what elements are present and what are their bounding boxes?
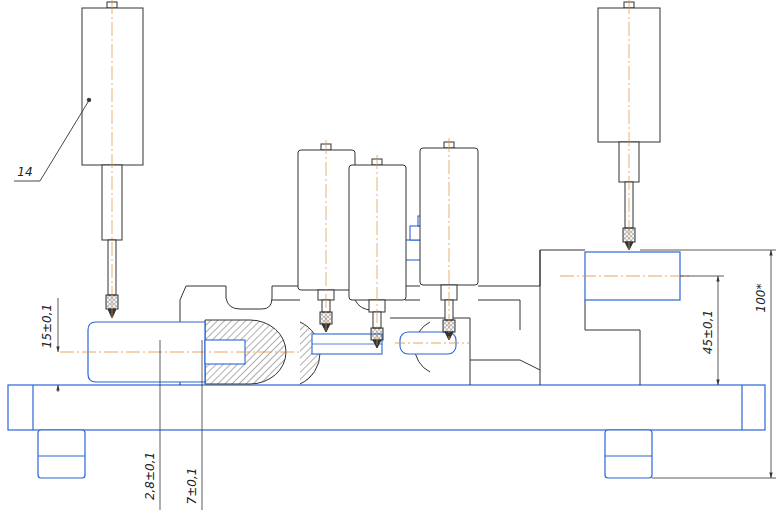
- dimension-line: [718, 276, 719, 385]
- fixture-body: [272, 300, 300, 301]
- dial-indicator: [298, 140, 355, 332]
- callout-number: 14: [17, 166, 32, 178]
- dial-indicator: [112, 0, 113, 318]
- base-plate: [8, 385, 765, 430]
- support-foot: [605, 455, 652, 456]
- fixture-body: [478, 250, 585, 286]
- dimension-line: [58, 385, 59, 392]
- dimension-line: [652, 478, 776, 479]
- dimension-line: [202, 340, 203, 510]
- fixture-body: [470, 360, 540, 370]
- dimension-line: [58, 250, 776, 510]
- dimension-text: 100*: [755, 284, 767, 313]
- support-foot: [605, 430, 652, 478]
- dial-indicator: [298, 150, 355, 290]
- dimension-line: [680, 276, 724, 277]
- dimension-line: [640, 250, 776, 251]
- dial-indicator: [598, 0, 660, 250]
- base-plate: [32, 385, 33, 430]
- fixture-body: [585, 300, 640, 385]
- dial-indicator: [82, 8, 143, 165]
- measured-pin: [312, 344, 382, 345]
- dial-indicator: [326, 140, 327, 332]
- support-foot: [38, 430, 652, 478]
- dimension-text: 7±0,1: [186, 468, 198, 505]
- base-plate: [741, 385, 742, 430]
- fixture-body: [390, 318, 470, 385]
- dimension-text: 2,8±0,1: [144, 452, 156, 500]
- leader-line: [14, 102, 88, 181]
- fixture-body: [478, 300, 520, 330]
- fixture-body: [540, 250, 541, 385]
- dial-indicator: [82, 0, 143, 318]
- dial-indicator: [349, 155, 406, 348]
- dimension-text: 45±0,1: [702, 310, 714, 354]
- measured-shaft: [560, 276, 690, 277]
- dial-indicator: [420, 138, 478, 340]
- leader-line: [14, 98, 91, 181]
- leader-line: [87, 98, 91, 102]
- dimension-line: [771, 250, 772, 478]
- support-foot: [38, 455, 85, 456]
- dial-indicator: [349, 165, 406, 300]
- fixture-body: [405, 286, 420, 300]
- measured-part: [60, 352, 300, 353]
- support-foot: [38, 430, 85, 478]
- dial-indicator: [377, 155, 378, 348]
- measured-shaft: [560, 252, 690, 300]
- dimension-line: [58, 298, 59, 352]
- fixture-body: [180, 250, 640, 385]
- base-plate: [8, 385, 765, 430]
- dial-indicator: [449, 138, 450, 340]
- measured-pin: [395, 343, 470, 344]
- dial-indicator: [629, 0, 630, 250]
- dimension-line: [160, 340, 161, 510]
- measured-part: [60, 320, 300, 384]
- dimension-text: 15±0,1: [41, 304, 53, 348]
